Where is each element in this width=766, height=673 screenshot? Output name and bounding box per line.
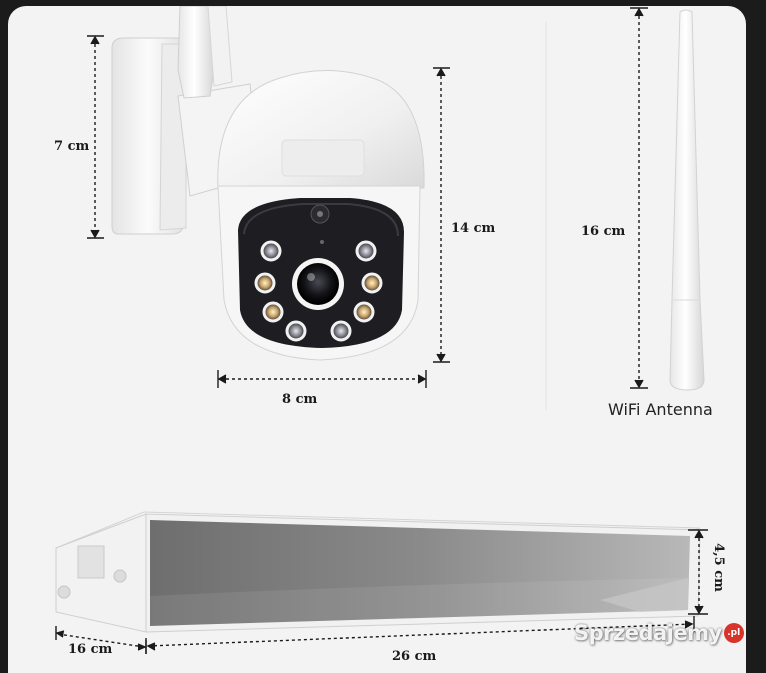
- box-length-label: 26 cm: [392, 649, 437, 664]
- product-illustration: [55, 6, 708, 654]
- camera-height-label: 7 cm: [54, 139, 90, 154]
- box-height-label: 4,5 cm: [710, 543, 726, 592]
- antenna-caption: WiFi Antenna: [608, 400, 713, 419]
- watermark-text: Sprzedajemy: [574, 621, 722, 645]
- camera-width-label: 8 cm: [282, 392, 318, 407]
- ptz-camera: [111, 6, 425, 361]
- sprzedajemy-watermark: Sprzedajemy.pl: [574, 623, 744, 644]
- antenna-length-label: 16 cm: [581, 224, 626, 239]
- dimension-lines: [55, 7, 708, 654]
- recorder-box: [55, 511, 701, 633]
- wifi-antenna: [669, 9, 705, 391]
- watermark-badge: .pl: [723, 623, 744, 643]
- product-dimension-image: 7 cm 14 cm 8 cm 16 cm 16 cm 26 cm 4,5 cm…: [8, 6, 746, 673]
- box-depth-label: 16 cm: [68, 642, 113, 657]
- camera-dome-height-label: 14 cm: [451, 221, 496, 236]
